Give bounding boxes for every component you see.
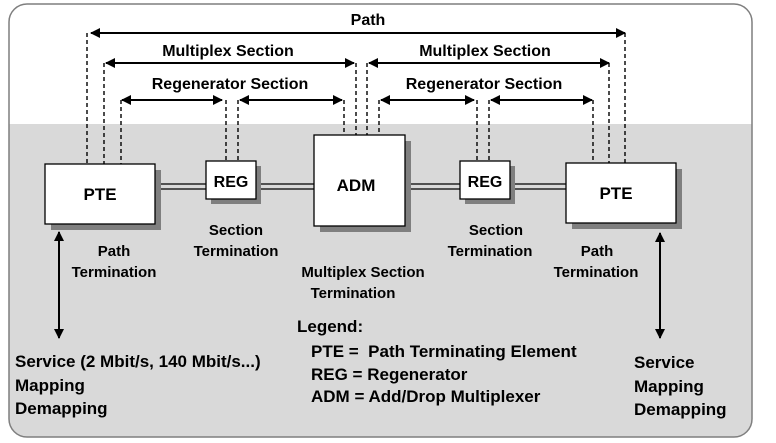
service-left-line2: Mapping [15, 376, 85, 395]
reg-left-label: REG [214, 174, 249, 191]
section-termination-left-line2: Termination [194, 243, 279, 260]
dashed-markers [86, 33, 626, 165]
path-termination-right-line2: Termination [554, 264, 639, 281]
service-left-line3: Demapping [15, 399, 108, 418]
reg-right-box: REG [459, 160, 515, 204]
path-label: Path [351, 12, 386, 29]
adm-box: ADM [313, 134, 411, 232]
pte-right-label: PTE [599, 184, 632, 203]
path-termination-left-line1: Path [98, 243, 131, 260]
pte-left-box: PTE [44, 163, 161, 230]
regen-section-left-label: Regenerator Section [152, 76, 308, 93]
legend-item-adm: ADM = Add/Drop Multiplexer [311, 387, 541, 406]
link-lines [155, 183, 566, 190]
service-right-line3: Demapping [634, 400, 727, 419]
mux-section-termination-line1: Multiplex Section [301, 264, 424, 281]
pte-left-label: PTE [83, 185, 116, 204]
reg-right-label: REG [468, 174, 503, 191]
section-termination-left-line1: Section [209, 222, 263, 239]
legend-item-reg: REG = Regenerator [311, 365, 468, 384]
mux-section-left-label: Multiplex Section [162, 43, 294, 60]
pte-right-box: PTE [565, 162, 682, 229]
mux-section-termination-line2: Termination [311, 285, 396, 302]
path-termination-left-line2: Termination [72, 264, 157, 281]
section-termination-right-line2: Termination [448, 243, 533, 260]
diagram-frame [8, 3, 753, 438]
legend-item-pte: PTE = Path Terminating Element [311, 342, 577, 361]
service-right-line2: Mapping [634, 377, 704, 396]
path-termination-right-line1: Path [581, 243, 614, 260]
reg-left-box: REG [205, 160, 261, 204]
mux-section-right-label: Multiplex Section [419, 43, 551, 60]
regen-section-right-label: Regenerator Section [406, 76, 562, 93]
adm-label: ADM [337, 176, 376, 195]
legend-title: Legend: [297, 317, 363, 336]
section-termination-right-line1: Section [469, 222, 523, 239]
service-left-line1: Service (2 Mbit/s, 140 Mbit/s...) [15, 352, 261, 371]
service-right-line1: Service [634, 353, 695, 372]
